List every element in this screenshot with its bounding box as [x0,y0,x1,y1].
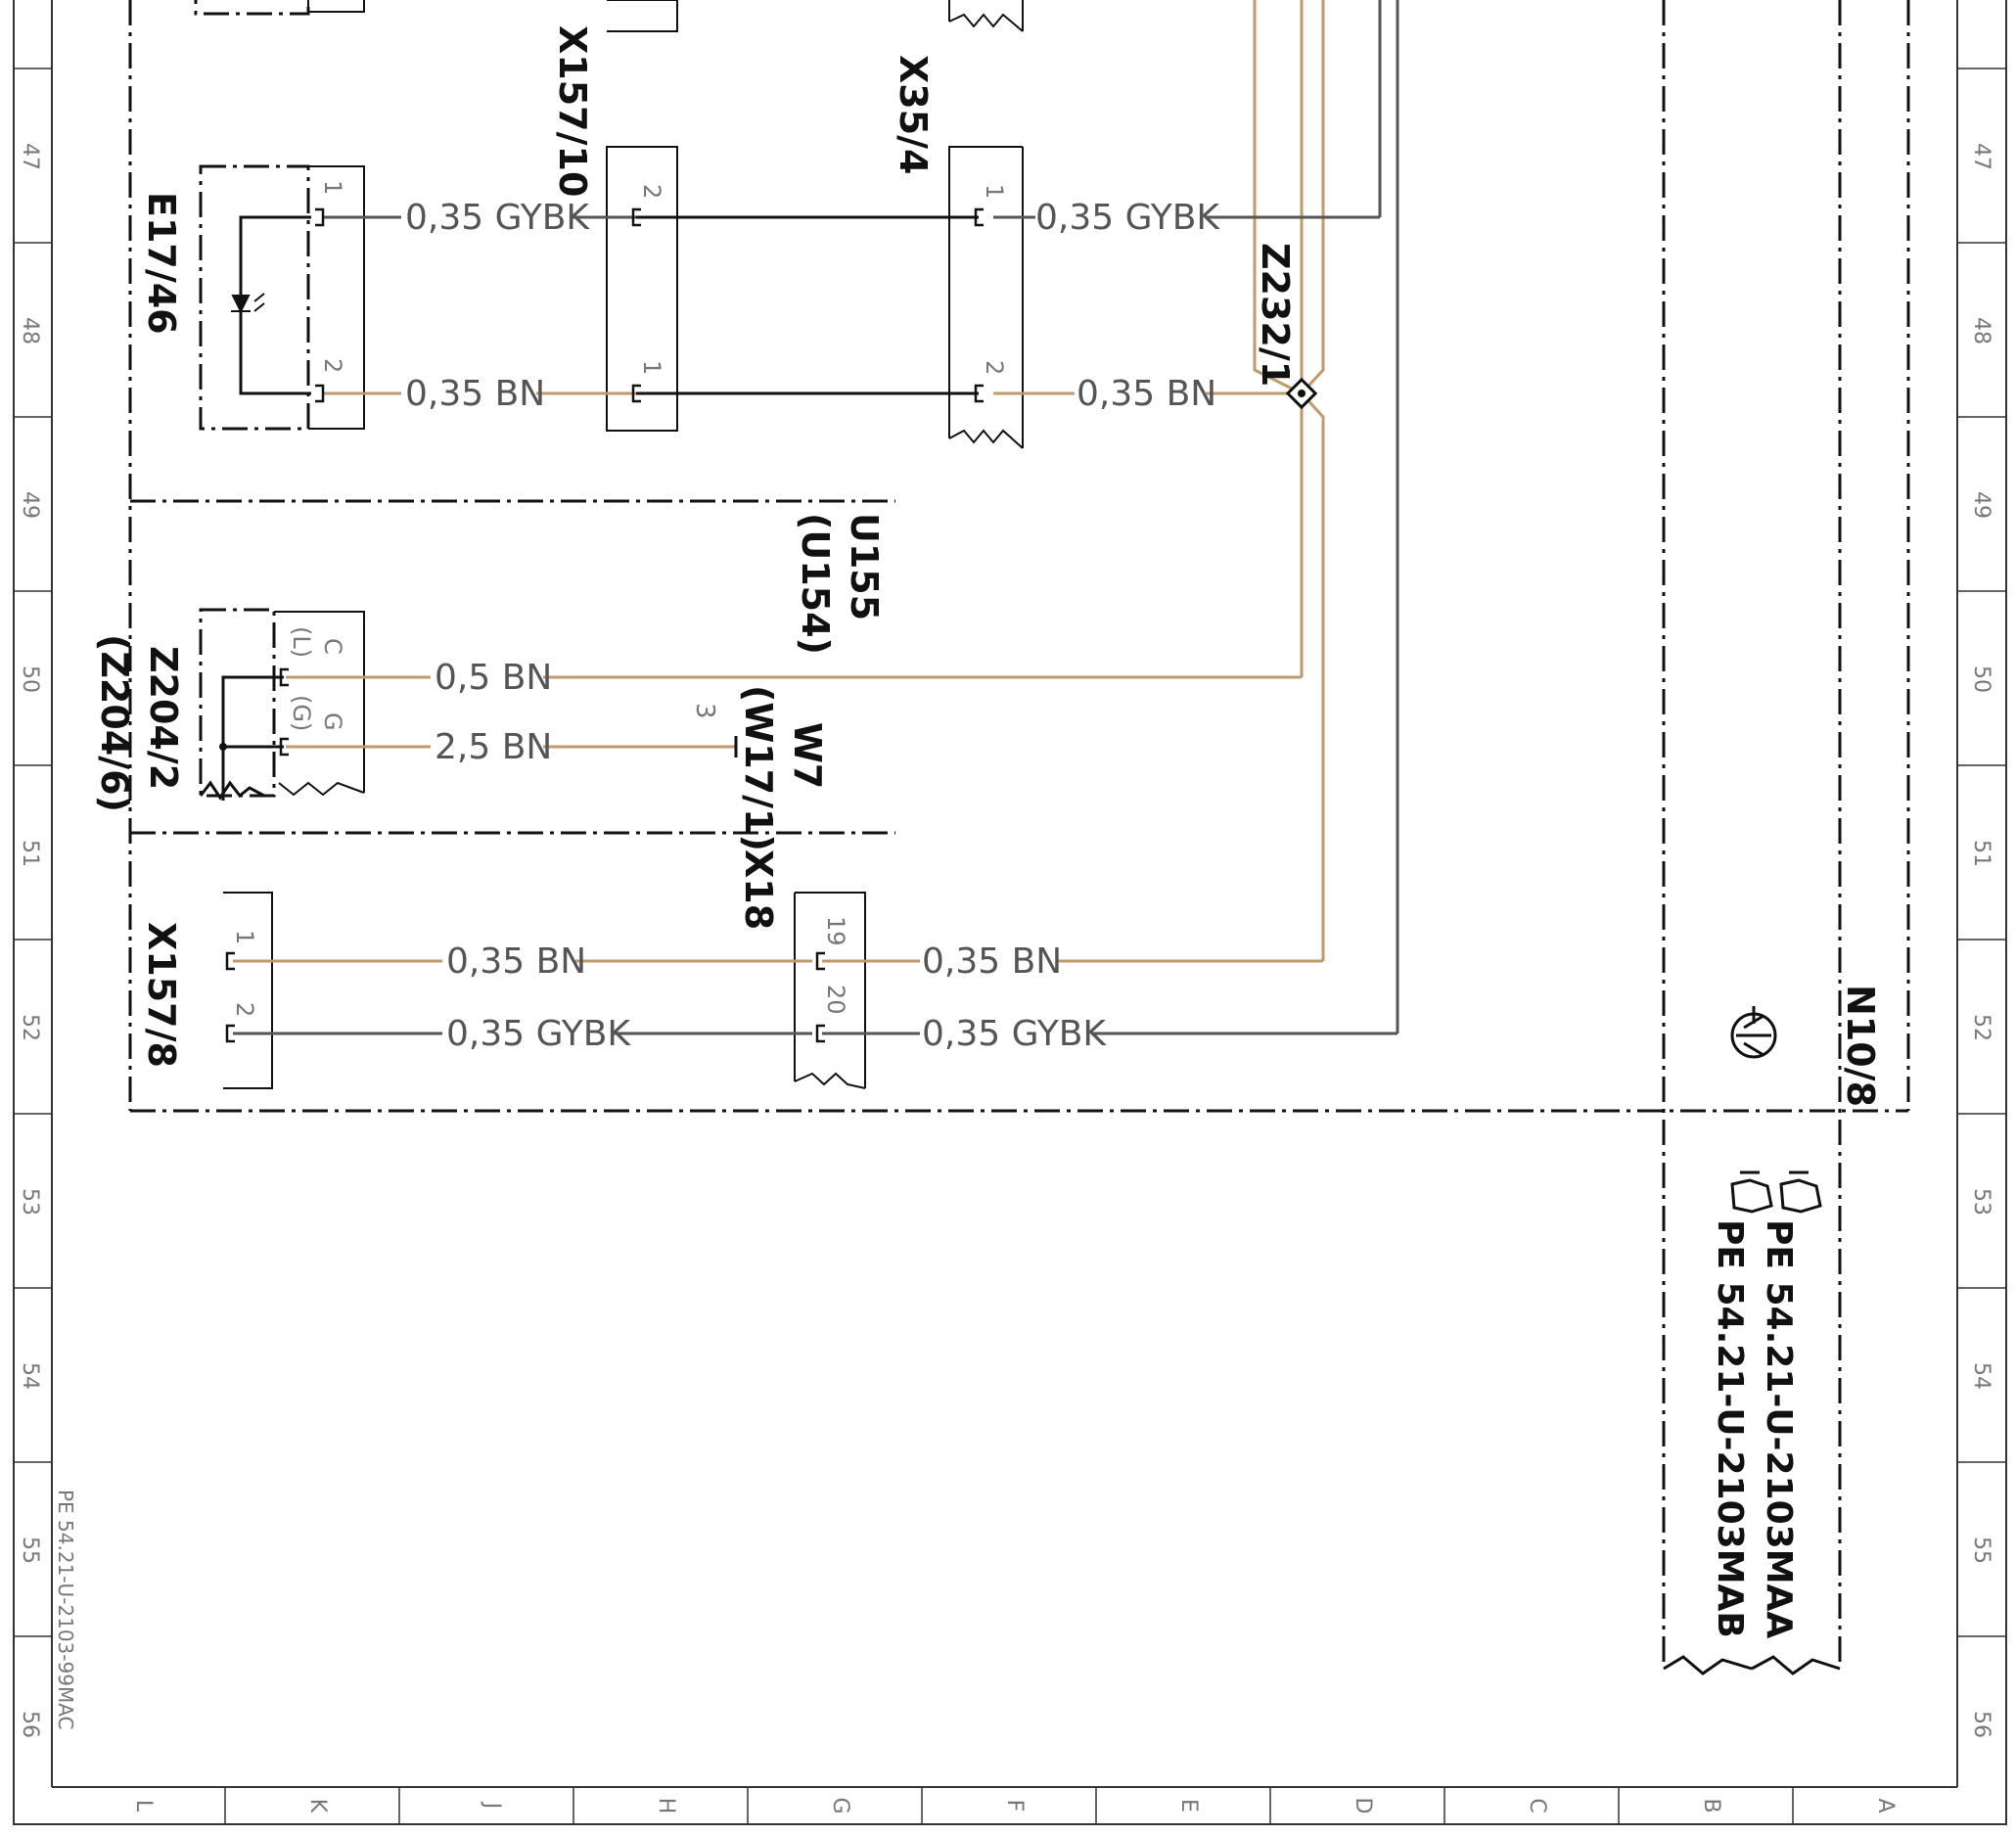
wires-internal [221,215,979,801]
wire-label: 0,35 GYBK [446,1014,631,1054]
wire-label: 2,5 BN [435,727,552,767]
row-label: 49 [18,491,42,519]
pin-labels: 1 2 2 1 1 2 C (L) G (G) 3 1 2 19 20 [231,180,1008,1017]
label-z232-1: Z232/1 [1254,243,1297,387]
pin-label: 2 [231,1002,258,1017]
row-label: 54 [18,1362,42,1390]
wire-label: 0,35 GYBK [405,198,590,238]
wire-labels: 0,35 GYBK 0,35 BN 0,35 GYBK 0,35 BN 0,5 … [405,198,1220,1054]
row-label: 47 [1969,143,1993,170]
wire-label: 0,35 BN [922,941,1062,982]
pointer-hand-icon [1730,1170,1773,1214]
pin-label: 2 [319,358,346,373]
column-label: B [1699,1798,1723,1813]
ground-symbol-icon [1730,1006,1777,1059]
label-z204-6: (Z204/6) [93,634,136,812]
pin-label: 2 [638,184,665,199]
pin-label: 1 [231,930,258,944]
row-label: 50 [1969,666,1993,693]
row-label: 52 [18,1014,42,1041]
row-labels-left: 47 48 49 50 51 52 53 54 55 56 [18,143,42,1738]
row-label: 55 [1969,1537,1993,1564]
row-label: 55 [18,1537,42,1564]
reference-text: PE 54.21-U-2103MAA [1759,1219,1799,1638]
connector-housings [223,0,1024,1089]
pin-label: 3 [690,703,719,719]
label-e17-46: E17/46 [140,192,183,335]
label-x157-8: X157/8 [140,922,183,1068]
wire-label: 0,35 GYBK [922,1014,1107,1054]
wires-gybk [233,0,1399,1035]
label-x157-10: X157/10 [551,25,594,197]
row-label: 47 [18,143,42,170]
pin-label: 19 [822,916,849,946]
junction-symbol [1285,377,1318,410]
reference-text: PE 54.21-U-2103MAB [1710,1219,1750,1638]
cross-references: PE 54.21-U-2103MAA PE 54.21-U-2103MAB [1710,1219,1799,1638]
label-u154: (U154) [794,513,837,655]
column-label: F [1002,1800,1027,1813]
page-frame [13,0,2007,1825]
column-label: L [131,1800,156,1813]
label-x35-4: X35/4 [892,55,935,175]
pin-label: 1 [319,180,346,195]
row-label: 51 [1969,840,1993,867]
row-label: 53 [18,1188,42,1216]
wire-label: 0,35 BN [446,941,586,982]
row-label: 56 [18,1711,42,1738]
document-id: PE 54.21-U-2103-99MAC [54,1490,77,1730]
led-icon [231,293,265,314]
pin-label: (L) [288,626,315,658]
pointer-hand-icon [1779,1170,1822,1214]
pin-label: 20 [822,985,849,1015]
label-w17-1: (W17/1) [737,685,780,851]
row-label: 56 [1969,1711,1993,1738]
row-labels-right: 47 48 49 50 51 52 53 54 55 56 [1969,143,1993,1738]
row-label: 51 [18,840,42,867]
column-label: K [305,1799,330,1813]
break-marks [199,780,1841,1675]
pin-markers [225,207,984,1043]
column-label: A [1873,1798,1898,1813]
label-z204-2: Z204/2 [142,646,185,790]
wire-label: 0,5 BN [435,658,552,698]
row-label: 54 [1969,1362,1993,1390]
wire-label: 0,35 BN [405,374,545,414]
column-label: G [828,1797,852,1813]
pin-label: C [319,638,346,655]
pin-label: G [319,712,346,731]
row-label: 53 [1969,1188,1993,1216]
column-label: E [1176,1799,1201,1813]
component-labels: E17/46 X157/10 X35/4 Z232/1 U155 (U154) … [93,25,1882,1107]
row-label: 49 [1969,491,1993,519]
row-label: 52 [1969,1014,1993,1041]
pin-label: (G) [288,695,315,731]
pin-label: 1 [981,184,1008,199]
label-u155: U155 [843,513,886,620]
wire-label: 0,35 GYBK [1035,198,1220,238]
column-labels: L K J H G F E D C B A [131,1797,1898,1813]
junction-dot [219,743,227,751]
wire-label: 0,35 BN [1077,374,1216,414]
row-label: 48 [18,317,42,344]
pin-label: 2 [981,360,1008,375]
row-label: 50 [18,666,42,693]
column-label: J [480,1801,504,1810]
pin-label: 1 [638,360,665,375]
label-w7: W7 [786,722,829,789]
label-n10-8: N10/8 [1839,985,1882,1107]
column-label: C [1525,1798,1549,1813]
column-label: D [1351,1798,1375,1814]
label-x18: X18 [737,849,780,930]
row-label: 48 [1969,317,1993,344]
group-borders [128,0,1910,1669]
ruler-ticks [14,68,2006,1824]
column-label: H [654,1798,678,1814]
